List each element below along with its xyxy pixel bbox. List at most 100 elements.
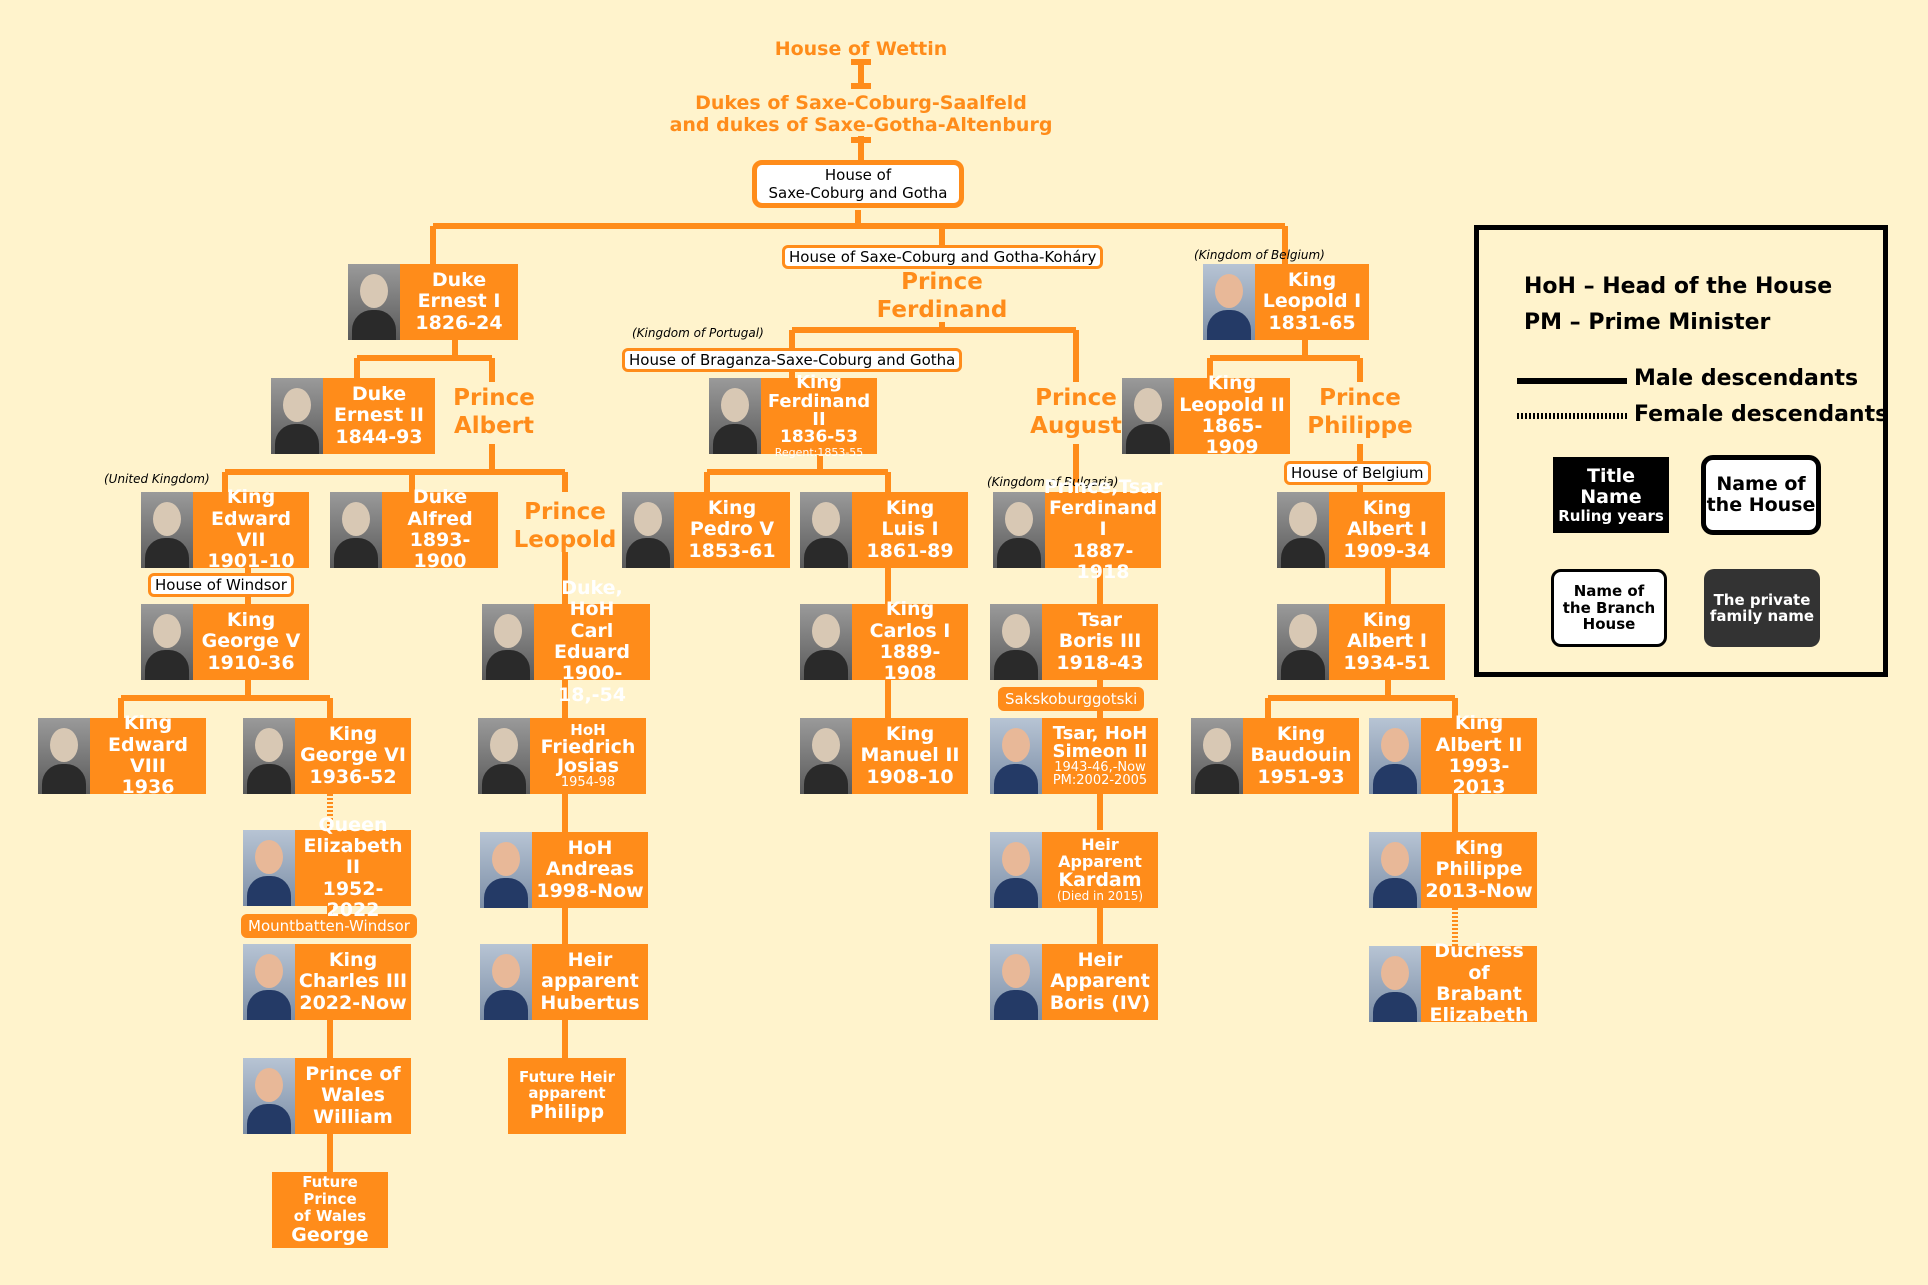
name: Edward VIII [92, 735, 204, 778]
name: Elizabeth II [297, 836, 409, 879]
title: Duke [432, 270, 486, 291]
title: King [708, 498, 756, 519]
legend-pm: PM – Prime Minister [1524, 310, 1770, 335]
years: 1934-51 [1343, 653, 1430, 674]
node-king-pedro-v: King Pedro V 1853-61 [622, 492, 790, 568]
box-king-albert-ii: King Albert II 1993-2013 [1421, 718, 1537, 794]
name: Charles III [299, 971, 407, 992]
dukes-line-2: and dukes of Saxe-Gotha-Altenburg [661, 114, 1061, 136]
years: 1861-89 [866, 541, 953, 562]
node-duke-ernest-i: Duke Ernest I 1826-24 [348, 264, 518, 340]
swatch-name: Name [1580, 487, 1641, 508]
swatch-branch-line-2: the Branch [1563, 600, 1655, 617]
name: Boris (IV) [1050, 993, 1150, 1014]
portrait-duke-ernest-i [348, 264, 400, 340]
name-cont: Josias [557, 757, 619, 776]
years: 1954-98 [561, 776, 615, 789]
box-duke-ernest-i: Duke Ernest I 1826-24 [400, 264, 518, 340]
prince-philippe-label: Prince Philippe [1290, 384, 1430, 440]
node-king-luis-i: King Luis I 1861-89 [800, 492, 968, 568]
name: Albert I [1347, 631, 1427, 652]
years: 1900-18,-54 [536, 663, 648, 706]
name: Carl Eduard [536, 621, 648, 664]
years: 1936-52 [309, 767, 396, 788]
swatch-private-name: The private family name [1704, 569, 1820, 647]
title: Tsar [1078, 610, 1122, 631]
node-heir-boris-iv: Heir Apparent Boris (IV) [990, 944, 1158, 1020]
swatch-years: Ruling years [1558, 508, 1664, 525]
node-king-leopold-i: King Leopold I 1831-65 [1203, 264, 1369, 340]
house-line-1: House of [825, 166, 891, 184]
house-of-wettin-label: House of Wettin [761, 38, 961, 60]
name: George [291, 1225, 368, 1246]
name: Ernest I [418, 291, 501, 312]
name: Leopold II [1179, 395, 1285, 416]
swatch-title: Title [1587, 466, 1635, 487]
dukes-line-1: Dukes of Saxe-Coburg-Saalfeld [661, 92, 1061, 114]
years: 1909-34 [1343, 541, 1430, 562]
box-king-leopold-ii: King Leopold II 1865-1909 [1174, 378, 1290, 454]
title: Heir [1078, 950, 1123, 971]
years: 1853-61 [688, 541, 775, 562]
name: Albert I [1347, 519, 1427, 540]
female-line-sample [1517, 413, 1627, 419]
portrait-king-baudouin [1191, 718, 1243, 794]
box-friedrich-josias: HoH Friedrich Josias 1954-98 [530, 718, 646, 794]
name: George V [202, 631, 301, 652]
title: Future Heir [519, 1069, 615, 1086]
portrait-king-george-v [141, 604, 193, 680]
box-hoh-andreas: HoH Andreas 1998-Now [532, 832, 648, 908]
title: King [227, 487, 275, 508]
portrait-king-edward-viii [38, 718, 90, 794]
name: Baudouin [1250, 745, 1351, 766]
tag-house-of-belgium: House of Belgium [1284, 461, 1431, 485]
box-king-charles-iii: King Charles III 2022-Now [295, 944, 411, 1020]
tag-house-of-windsor: House of Windsor [148, 573, 294, 597]
portrait-king-manuel-ii [800, 718, 852, 794]
node-tsar-ferdinand-i: Prince,Tsar Ferdinand I 1887-1918 [993, 492, 1161, 568]
portrait-tsar-boris-iii [990, 604, 1042, 680]
title: King [227, 610, 275, 631]
box-hubertus: Heir apparent Hubertus [532, 944, 648, 1020]
title-cont: Wales [321, 1085, 385, 1106]
box-king-albert-i-a: King Albert I 1909-34 [1329, 492, 1445, 568]
box-king-carlos-i: King Carlos I 1889-1908 [852, 604, 968, 680]
name: Kardam [1058, 871, 1141, 891]
male-line-sample [1517, 378, 1627, 384]
house-of-saxe-coburg-gotha-box: House of Saxe-Coburg and Gotha [752, 160, 964, 208]
name: Edward VII [195, 509, 307, 552]
years: 1844-93 [335, 427, 422, 448]
node-king-philippe: King Philippe 2013-Now [1369, 832, 1537, 908]
node-king-albert-ii: King Albert II 1993-2013 [1369, 718, 1537, 794]
node-duke-alfred: Duke Alfred 1893-1900 [330, 492, 498, 568]
node-queen-elizabeth-ii: Queen Elizabeth II 1952-2022 [243, 830, 411, 906]
node-friedrich-josias: HoH Friedrich Josias 1954-98 [478, 718, 646, 794]
node-king-charles-iii: King Charles III 2022-Now [243, 944, 411, 1020]
node-king-ferdinand-ii: King Ferdinand II 1836-53 Regent:1853-55 [709, 378, 877, 454]
years: 1826-24 [415, 313, 502, 334]
years: 1901-10 [207, 551, 294, 572]
years: 1952-2022 [297, 879, 409, 922]
name: Manuel II [861, 745, 960, 766]
kingdom-belgium-label: (Kingdom of Belgium) [1194, 248, 1325, 262]
title: Heir [568, 950, 613, 971]
title: King [886, 498, 934, 519]
name: Leopold I [1263, 291, 1362, 312]
name: Boris III [1059, 631, 1142, 652]
title-cont: Apparent [1058, 854, 1142, 871]
portrait-king-luis-i [800, 492, 852, 568]
kingdom-portugal-label: (Kingdom of Portugal) [632, 326, 764, 340]
box-tsar-boris-iii: Tsar Boris III 1918-43 [1042, 604, 1158, 680]
portrait-heir-kardam [990, 832, 1042, 908]
node-hoh-andreas: HoH Andreas 1998-Now [480, 832, 648, 908]
node-king-albert-i-a: King Albert I 1909-34 [1277, 492, 1445, 568]
name: Philippe [1435, 859, 1522, 880]
box-philipp: Future Heir apparent Philipp [508, 1058, 626, 1134]
prince-ferdinand-line-2: Ferdinand [862, 296, 1022, 324]
portrait-duke-ernest-ii [271, 378, 323, 454]
swatch-private-line-1: The private [1714, 592, 1811, 609]
name: Alfred [407, 509, 472, 530]
node-king-edward-viii: King Edward VIII 1936 [38, 718, 206, 794]
portrait-king-albert-i-a [1277, 492, 1329, 568]
box-carl-eduard: Duke, HoH Carl Eduard 1900-18,-54 [534, 604, 650, 680]
